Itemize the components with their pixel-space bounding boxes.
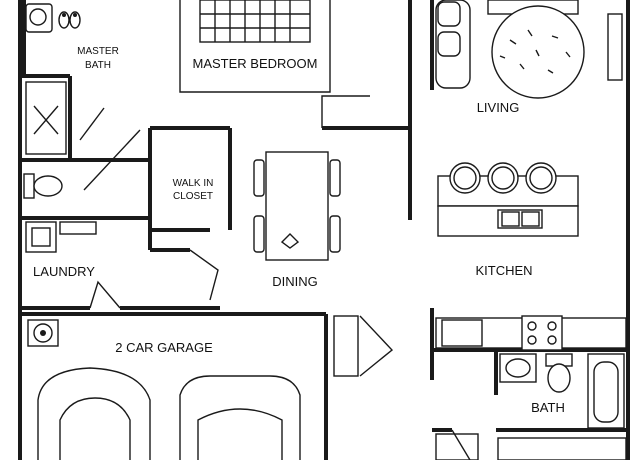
dining-label: DINING [272,274,318,289]
walls [18,0,630,460]
toilet-icon [547,363,571,393]
dining-table [253,151,341,261]
master-bath-label-line2: BATH [85,60,111,71]
round-rug [491,5,585,99]
garage-cars [37,315,471,460]
kitchen-island [437,162,579,237]
stove-icon [521,315,563,351]
room-labels: MASTER BATH MASTER BEDROOM LIVING WALK I… [33,46,565,415]
garage-label: 2 CAR GARAGE [115,340,213,355]
walk-in-closet-label-line2: CLOSET [173,191,213,202]
master-bath-label-line1: MASTER [77,46,119,57]
laundry-label: LAUNDRY [33,264,95,279]
master-bath-fixtures [23,3,141,199]
walk-in-closet-label-line1: WALK IN [173,178,214,189]
bath-label: BATH [531,400,565,415]
kitchen-label: KITCHEN [475,263,532,278]
living-furniture [435,0,623,99]
master-bedroom-label: MASTER BEDROOM [193,56,318,71]
bath-fixtures [435,353,627,460]
laundry-appliances [25,221,219,347]
slippers-icon [58,11,81,29]
master-bedroom-furniture [179,0,370,128]
kitchen-counter [435,315,627,351]
living-label: LIVING [477,100,520,115]
